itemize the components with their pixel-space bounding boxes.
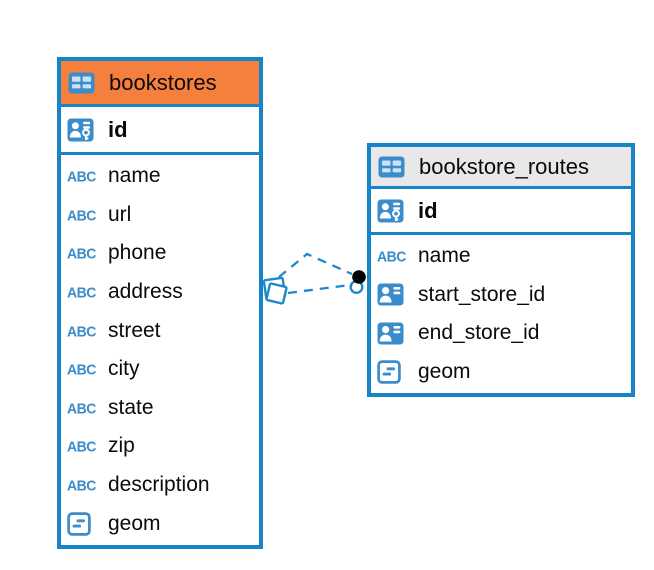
- table-row[interactable]: ABC name: [371, 237, 631, 276]
- text-type-icon: ABC: [67, 399, 96, 417]
- table-row[interactable]: ABC address: [61, 273, 259, 312]
- field-name: zip: [108, 434, 135, 458]
- field-name: id: [108, 116, 128, 142]
- relationship-line-1[interactable]: [278, 252, 353, 278]
- table-bookstore-routes-header[interactable]: bookstore_routes: [371, 147, 631, 189]
- table-bookstore-routes[interactable]: bookstore_routes id ABC name: [367, 143, 635, 397]
- reference-key-icon: [377, 283, 409, 306]
- text-type-icon: ABC: [67, 476, 96, 494]
- text-type-icon: ABC: [67, 437, 96, 456]
- endpoint-dot-marker: [352, 270, 366, 284]
- field-list: ABC name start_store_id: [371, 235, 631, 393]
- field-name: url: [108, 202, 132, 226]
- field-name: geom: [108, 511, 161, 535]
- table-row[interactable]: end_store_id: [371, 314, 631, 353]
- table-bookstores[interactable]: bookstores id ABC name: [57, 57, 263, 549]
- text-type-icon: ABC: [67, 360, 96, 378]
- field-name: start_store_id: [418, 282, 546, 306]
- text-type-icon: ABC: [67, 206, 96, 224]
- primary-key-icon: [67, 118, 99, 142]
- table-row[interactable]: ABC phone: [61, 234, 259, 273]
- table-row[interactable]: geom: [61, 504, 259, 543]
- table-row[interactable]: ABC url: [61, 196, 259, 235]
- table-row-pk[interactable]: id: [61, 107, 259, 155]
- field-name: street: [108, 318, 161, 342]
- geometry-type-icon: [377, 360, 409, 384]
- primary-key-icon: [377, 199, 409, 223]
- geometry-type-icon: [67, 511, 99, 536]
- text-type-icon: ABC: [377, 247, 406, 265]
- field-name: description: [108, 473, 210, 497]
- many-side-marker: [262, 276, 288, 305]
- field-list: ABC name ABC url ABC phone ABC address A…: [61, 155, 259, 545]
- field-name: name: [418, 244, 471, 268]
- text-type-icon: ABC: [67, 322, 96, 340]
- table-row[interactable]: ABC name: [61, 157, 259, 196]
- field-name: address: [108, 280, 183, 304]
- table-row-pk[interactable]: id: [371, 189, 631, 235]
- table-icon: [68, 72, 100, 94]
- table-title: bookstores: [109, 69, 217, 95]
- field-name: end_store_id: [418, 321, 540, 345]
- relationship-line-2[interactable]: [287, 283, 351, 295]
- field-name: state: [108, 395, 154, 419]
- table-row[interactable]: ABC street: [61, 311, 259, 350]
- field-name: name: [108, 164, 161, 188]
- field-name: phone: [108, 241, 167, 265]
- table-row[interactable]: ABC state: [61, 389, 259, 428]
- table-row[interactable]: geom: [371, 353, 631, 392]
- table-row[interactable]: ABC zip: [61, 427, 259, 466]
- endpoint-ring-marker: [349, 280, 364, 295]
- table-row[interactable]: ABC description: [61, 466, 259, 505]
- text-type-icon: ABC: [67, 167, 96, 185]
- field-name: id: [418, 197, 438, 223]
- field-name: geom: [418, 359, 471, 383]
- reference-key-icon: [377, 322, 409, 345]
- table-bookstores-header[interactable]: bookstores: [61, 61, 259, 107]
- table-title: bookstore_routes: [419, 153, 589, 179]
- text-type-icon: ABC: [67, 283, 96, 301]
- table-icon: [378, 156, 410, 178]
- field-name: city: [108, 357, 140, 381]
- text-type-icon: ABC: [67, 244, 96, 263]
- table-row[interactable]: ABC city: [61, 350, 259, 389]
- table-row[interactable]: start_store_id: [371, 276, 631, 315]
